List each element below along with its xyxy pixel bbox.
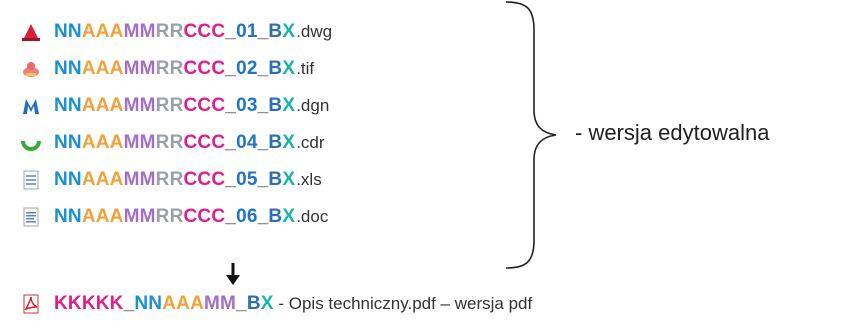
file-name: NNAAAMMRRCCC_06_BX <box>54 206 296 227</box>
file-extension: .dwg <box>296 22 333 41</box>
file-extension: .dgn <box>296 96 330 115</box>
file-row-doc: NNAAAMMRRCCC_06_BX.doc <box>20 203 328 231</box>
microstation-icon <box>20 95 42 117</box>
file-name: NNAAAMMRRCCC_02_BX <box>54 58 296 79</box>
coreldraw-icon <box>20 132 42 154</box>
curly-brace <box>505 1 557 269</box>
file-name: NNAAAMMRRCCC_03_BX <box>54 95 296 116</box>
file-extension: .cdr <box>296 133 325 152</box>
arrow-down-icon <box>226 263 240 285</box>
file-row-cdr: NNAAAMMRRCCC_04_BX.cdr <box>20 129 325 157</box>
file-row-pdf: KKKKK_NNAAAMM_BX - Opis techniczny.pdf –… <box>20 290 532 318</box>
file-name: NNAAAMMRRCCC_05_BX <box>54 169 296 190</box>
pdf-file-icon <box>20 293 42 315</box>
excel-file-icon <box>20 169 42 191</box>
word-file-icon <box>20 206 42 228</box>
file-extension: .doc <box>296 207 329 226</box>
file-name: NNAAAMMRRCCC_04_BX <box>54 132 296 153</box>
file-name: NNAAAMMRRCCC_01_BX <box>54 21 296 42</box>
pdf-description: - Opis techniczny.pdf – wersja pdf <box>273 294 533 313</box>
file-extension: .tif <box>296 59 315 78</box>
image-file-icon <box>20 58 42 80</box>
file-extension: .xls <box>296 170 322 189</box>
brace-label: - wersja edytowalna <box>575 120 770 145</box>
file-row-dgn: NNAAAMMRRCCC_03_BX.dgn <box>20 92 329 120</box>
file-row-dwg: NNAAAMMRRCCC_01_BX.dwg <box>20 18 332 46</box>
file-row-tif: NNAAAMMRRCCC_02_BX.tif <box>20 55 314 83</box>
autocad-icon <box>20 21 42 43</box>
pdf-file-name: KKKKK_NNAAAMM_BX <box>54 293 274 314</box>
file-row-xls: NNAAAMMRRCCC_05_BX.xls <box>20 166 322 194</box>
